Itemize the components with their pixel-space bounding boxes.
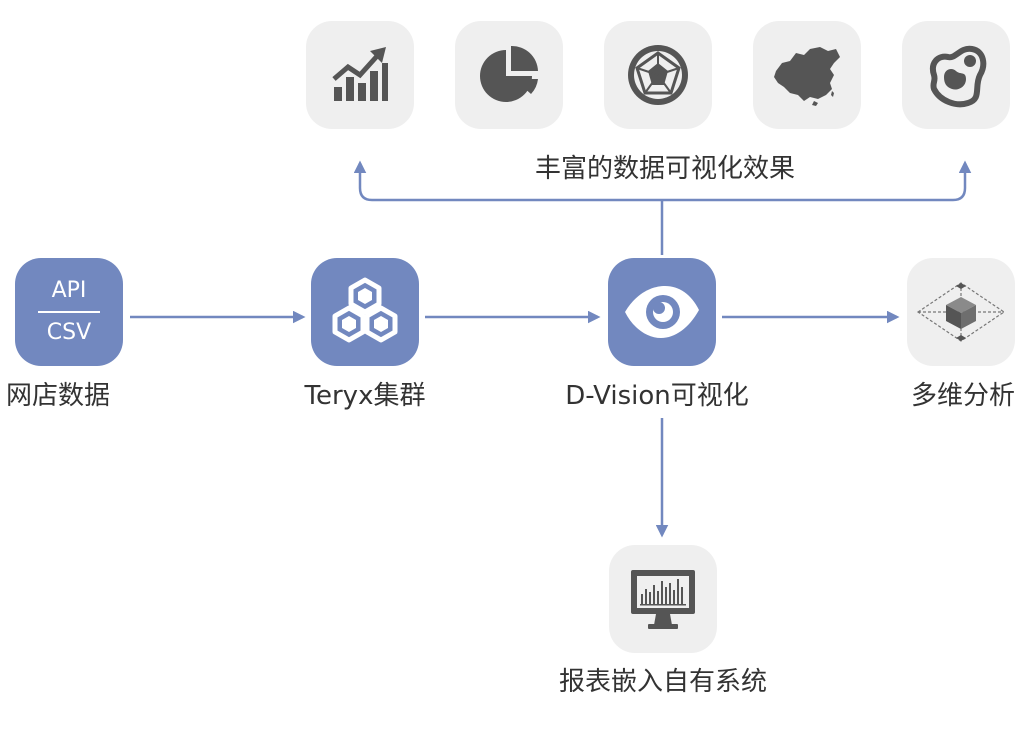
api-text: API — [51, 278, 87, 303]
data-source-tile: API CSV — [15, 258, 123, 366]
cluster-label: Teryx集群 — [304, 381, 426, 411]
pie-chart-tile — [455, 21, 563, 129]
radar-chart-tile — [604, 21, 712, 129]
cluster-tile — [311, 258, 419, 366]
eye-icon — [625, 286, 699, 338]
analysis-label: 多维分析 — [910, 381, 1016, 411]
china-map-tile — [753, 21, 861, 129]
heatmap-tile — [902, 21, 1010, 129]
vision-label: D-Vision可视化 — [565, 381, 749, 411]
china-map-icon — [774, 47, 840, 106]
radar-chart-icon — [628, 45, 688, 105]
analysis-tile — [907, 258, 1015, 366]
pie-chart-icon — [480, 45, 538, 102]
monitor-chart-icon — [631, 570, 695, 629]
cube-icon — [916, 282, 1006, 342]
bar-chart-icon — [332, 47, 388, 101]
hexagon-cluster-icon — [332, 277, 398, 343]
csv-text: CSV — [46, 320, 92, 345]
data-source-label: 网店数据 — [5, 381, 111, 411]
vision-tile — [608, 258, 716, 366]
bar-chart-tile — [306, 21, 414, 129]
heatmap-icon — [930, 45, 987, 108]
divider-line — [38, 311, 100, 313]
embed-label: 报表嵌入自有系统 — [558, 667, 768, 697]
embed-tile — [609, 545, 717, 653]
visualizations-label: 丰富的数据可视化效果 — [534, 154, 796, 184]
arrow-to-visualizations — [353, 160, 972, 202]
